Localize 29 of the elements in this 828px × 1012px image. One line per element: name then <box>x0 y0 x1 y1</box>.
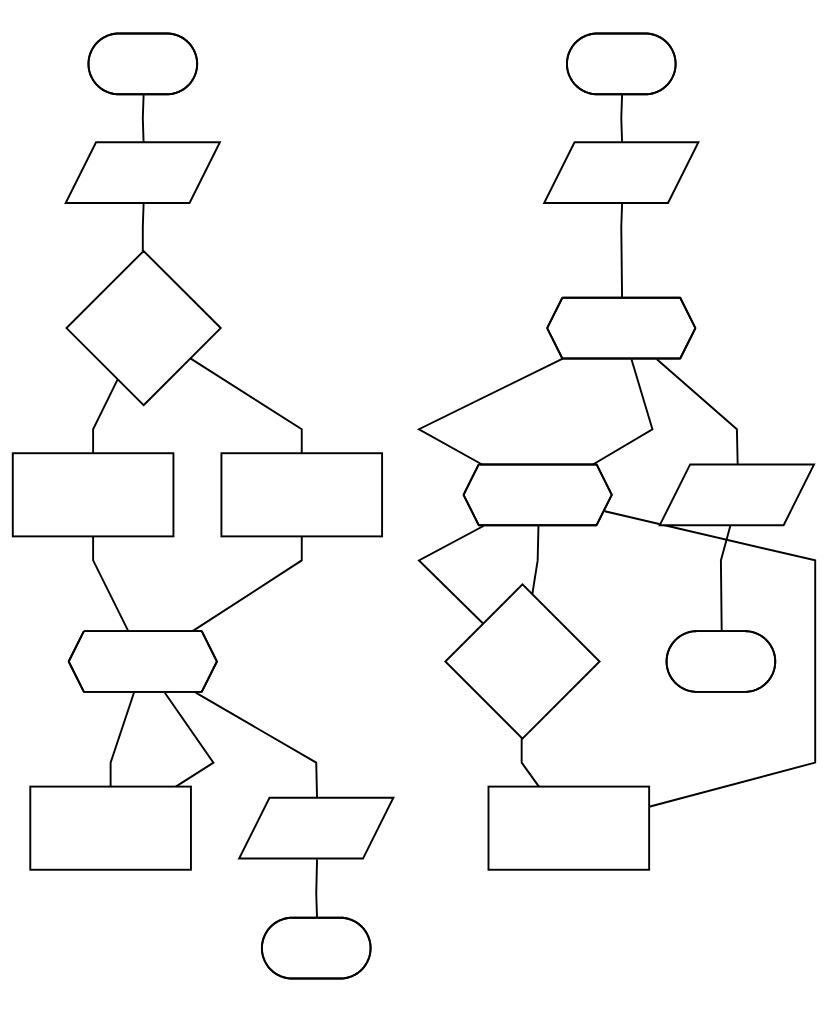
connector <box>620 202 624 300</box>
connector <box>141 94 145 144</box>
connector <box>590 358 654 467</box>
connector <box>190 535 303 633</box>
connector <box>163 691 215 788</box>
connector <box>194 691 318 800</box>
connector <box>719 525 732 633</box>
connector <box>189 357 303 455</box>
node-box <box>487 785 651 871</box>
connector <box>92 535 130 633</box>
connector <box>315 858 318 920</box>
connector <box>520 737 540 788</box>
connector <box>603 510 817 808</box>
connector <box>655 358 739 467</box>
connector <box>141 202 145 252</box>
node-parallelogram <box>237 796 395 860</box>
node-parallelogram <box>658 463 816 527</box>
node-parallelogram <box>64 141 222 204</box>
node-diamond <box>65 249 223 407</box>
node-box <box>29 785 192 871</box>
connector <box>620 94 624 144</box>
node-parallelogram <box>542 141 700 204</box>
connector <box>109 691 135 788</box>
node-box <box>11 452 175 538</box>
node-diamond <box>444 583 601 740</box>
connector <box>92 378 119 455</box>
connector <box>531 525 540 596</box>
node-box <box>220 452 384 538</box>
connector <box>416 357 564 467</box>
